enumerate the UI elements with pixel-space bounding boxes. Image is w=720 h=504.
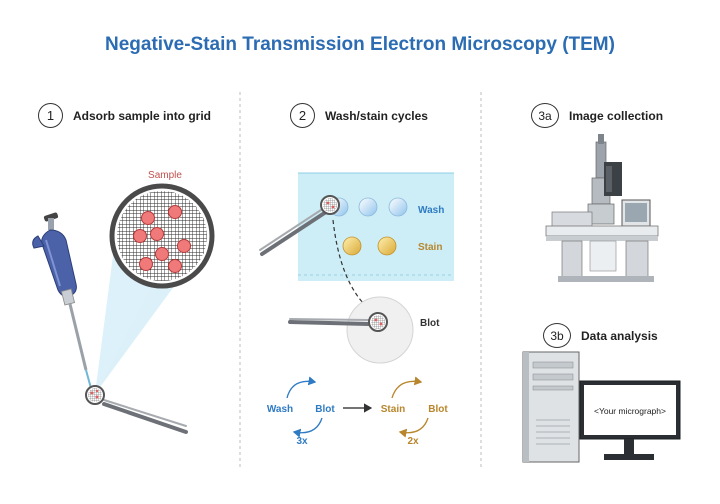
tweezers-icon-1 <box>85 385 188 434</box>
tweezers-icon-3 <box>288 312 388 332</box>
step-3a-header: 3a Image collection <box>531 103 663 128</box>
cycle-2-right: Blot <box>428 404 448 415</box>
step-3b-label: Data analysis <box>581 328 658 343</box>
stain-blot-cycle <box>391 376 429 438</box>
cycle-1-count: 3x <box>296 436 308 447</box>
step-2-label: Wash/stain cycles <box>325 108 428 123</box>
computer-monitor-icon <box>579 380 681 460</box>
step-3b-badge: 3b <box>543 323 571 348</box>
step-3a-badge: 3a <box>531 103 559 128</box>
blot-label: Blot <box>420 318 440 329</box>
wash-stain-tray <box>298 172 454 281</box>
page-title: Negative-Stain Transmission Electron Mic… <box>105 34 615 55</box>
cycle-2-count: 2x <box>407 436 419 447</box>
step-1-header: 1 Adsorb sample into grid <box>38 103 211 128</box>
cycle-1-left: Wash <box>267 404 293 415</box>
step-3a-label: Image collection <box>569 108 664 123</box>
step-3b-header: 3b Data analysis <box>543 323 658 348</box>
microscope-icon <box>545 134 659 282</box>
step-2-badge: 2 <box>290 103 315 128</box>
monitor-text: <Your micrograph> <box>594 406 666 416</box>
computer-tower-icon <box>522 351 580 463</box>
stain-drops <box>342 236 397 256</box>
stain-label: Stain <box>418 242 442 253</box>
pipette-icon <box>32 212 93 393</box>
tweezers-icon-2 <box>259 195 340 256</box>
cycle-2-left: Stain <box>381 404 405 415</box>
step-2-header: 2 Wash/stain cycles <box>290 103 428 128</box>
grid-magnified <box>109 183 215 289</box>
wash-drops <box>329 197 408 217</box>
sample-label: Sample <box>148 170 182 181</box>
step-1-label: Adsorb sample into grid <box>73 108 212 123</box>
cycle-1-right: Blot <box>315 404 335 415</box>
step-1-badge: 1 <box>38 103 63 128</box>
wash-blot-cycle <box>286 376 323 438</box>
wash-label: Wash <box>418 205 444 216</box>
